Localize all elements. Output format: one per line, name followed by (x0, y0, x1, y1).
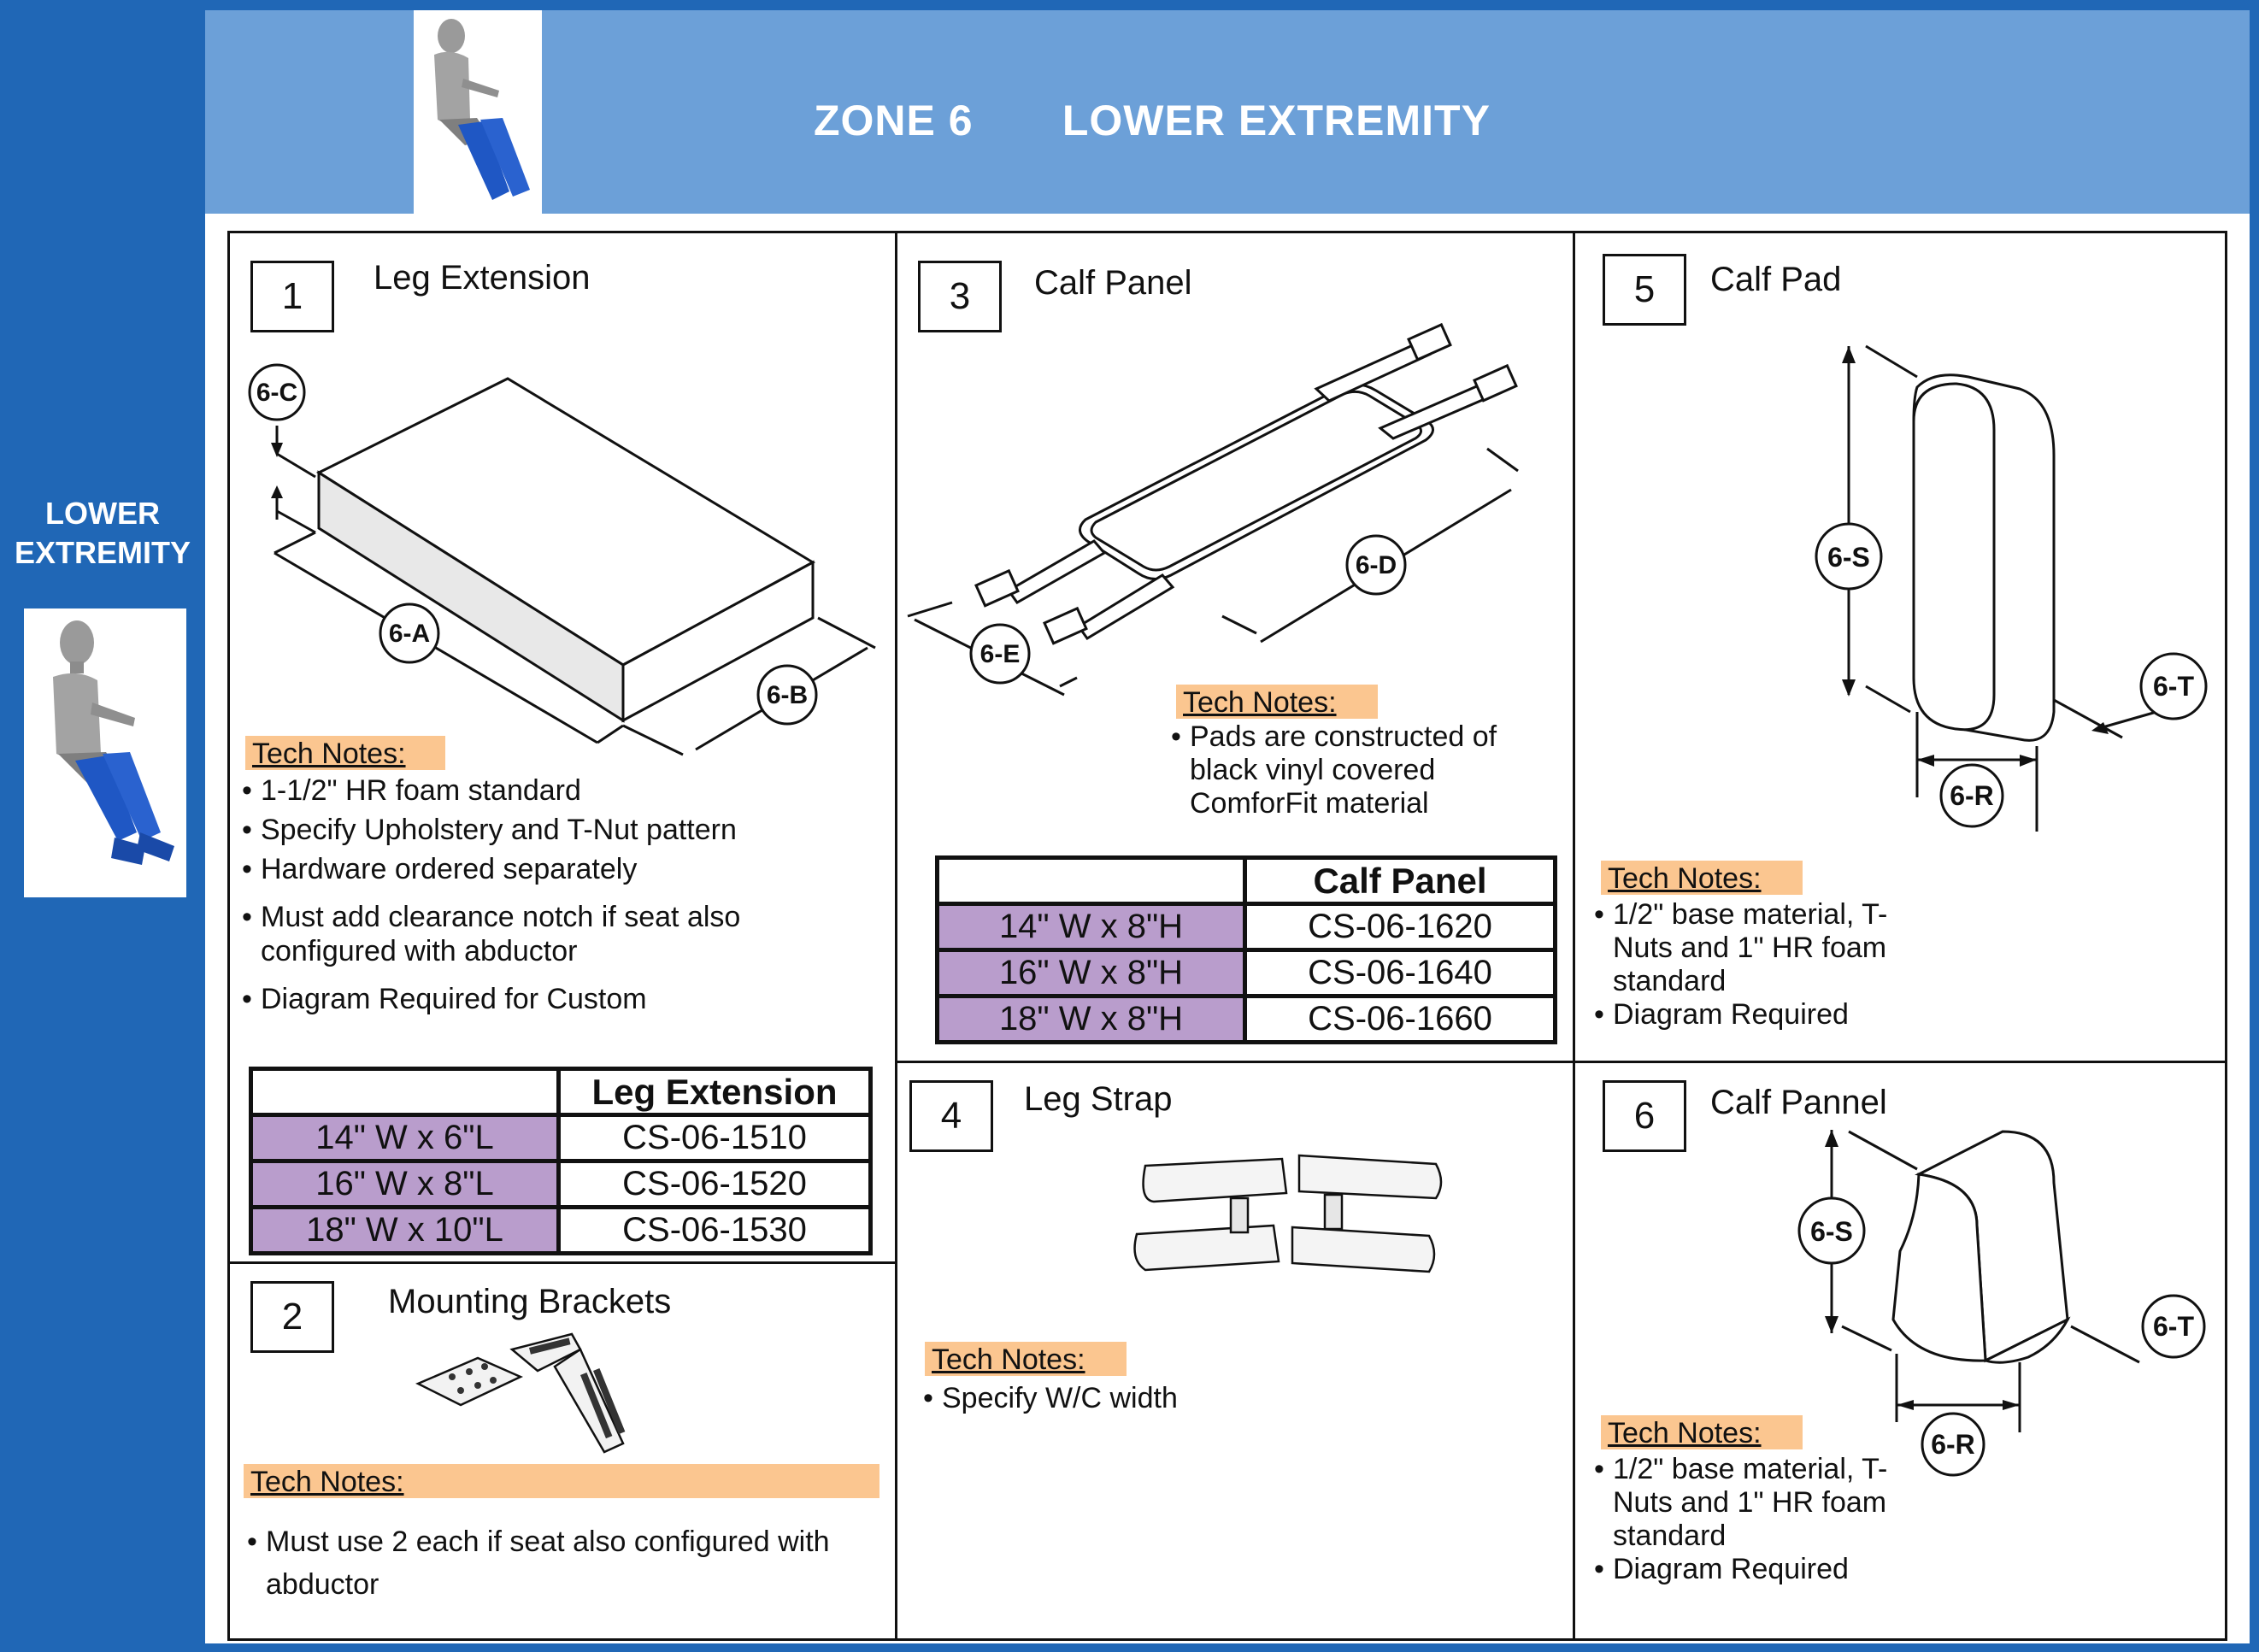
table-header: Leg Extension (556, 1067, 873, 1117)
divider (895, 1061, 2225, 1063)
table-row: 16" W x 8"L CS-06-1520 (249, 1159, 873, 1209)
tech-notes-label: Tech Notes: (244, 1464, 879, 1498)
callout-label: 6-A (389, 620, 430, 648)
panel-leg-strap: 4 Leg Strap Tech Notes: Specify W/C widt… (897, 1063, 1573, 1638)
leg-extension-diagram: 6-C 6-A 6-B (248, 363, 876, 756)
sidebar-label-line1: LOWER (45, 496, 160, 531)
panel-calf-panel: 3 Calf Panel (897, 233, 1573, 1061)
part-number-cell: CS-06-1510 (556, 1113, 873, 1163)
note-item: Diagram Required (1594, 998, 1936, 1032)
size-cell: 18" W x 8"H (935, 994, 1247, 1044)
callout-label: 6-C (256, 379, 297, 407)
item-number: 5 (1603, 254, 1686, 326)
item-number: 4 (909, 1080, 993, 1152)
note-item: Must add clearance notch if seat also co… (242, 900, 874, 968)
seated-figure-image (24, 608, 186, 897)
callout-label: 6-D (1356, 551, 1397, 579)
tech-notes-list: 1/2" base material, T-Nuts and 1" HR foa… (1594, 1453, 1936, 1586)
tech-notes-label: Tech Notes: (245, 736, 445, 770)
calf-panel-diagram: 6-D 6-E (907, 322, 1519, 697)
tech-notes-label: Tech Notes: (1601, 861, 1803, 895)
leg-extension-table: Leg Extension 14" W x 6"L CS-06-1510 16"… (249, 1067, 873, 1255)
size-cell: 14" W x 8"H (935, 902, 1247, 952)
panel-title: Leg Strap (1024, 1080, 1173, 1118)
tech-notes-list: Pads are constructed of black vinyl cove… (1171, 720, 1564, 820)
calf-panel-table: Calf Panel 14" W x 8"H CS-06-1620 16" W … (935, 855, 1557, 1044)
note-item: 1-1/2" HR foam standard (242, 773, 874, 808)
note-item: Must use 2 each if seat also configured … (247, 1520, 879, 1606)
table-row: 18" W x 8"H CS-06-1660 (935, 994, 1557, 1044)
tech-notes-label: Tech Notes: (1176, 685, 1378, 719)
table-row: 16" W x 8"H CS-06-1640 (935, 948, 1557, 998)
sidebar-label: LOWER EXTREMITY (0, 494, 205, 573)
tech-notes-list: 1-1/2" HR foam standard Specify Upholste… (242, 773, 874, 1016)
mounting-brackets-image (415, 1332, 626, 1454)
divider (895, 233, 897, 1638)
panel-title: Calf Pad (1710, 261, 1842, 298)
panel-title: Calf Panel (1034, 264, 1192, 302)
parts-grid: 1 Leg Extension (227, 231, 2227, 1641)
note-item: Diagram Required (1594, 1553, 1936, 1586)
note-item: Specify Upholstery and T-Nut pattern (242, 813, 874, 847)
table-header-blank (935, 855, 1247, 906)
item-number: 2 (250, 1281, 334, 1353)
tech-notes-label: Tech Notes: (1601, 1415, 1803, 1449)
panel-mounting-brackets: 2 Mounting Brackets Tech Notes: Mus (230, 1264, 895, 1638)
panel-title: Calf Pannel (1710, 1084, 1887, 1121)
zone-label: ZONE 6 (814, 97, 974, 144)
table-row: 18" W x 10"L CS-06-1530 (249, 1205, 873, 1255)
callout-label: 6-T (2153, 1311, 2194, 1342)
callout-label: 6-B (767, 681, 808, 709)
zone-title: LOWER EXTREMITY (1062, 97, 1491, 144)
panel-calf-pannel: 6 Calf Pannel (1575, 1063, 2225, 1638)
sidebar-label-line2: EXTREMITY (14, 535, 191, 570)
note-item: Diagram Required for Custom (242, 982, 874, 1016)
panel-title: Mounting Brackets (388, 1283, 672, 1320)
part-number-cell: CS-06-1660 (1243, 994, 1557, 1044)
callout-label: 6-S (1810, 1216, 1853, 1247)
part-number-cell: CS-06-1620 (1243, 902, 1557, 952)
item-number: 3 (918, 261, 1002, 332)
table-header-blank (249, 1067, 561, 1117)
callout-label: 6-T (2153, 671, 2194, 702)
part-number-cell: CS-06-1640 (1243, 948, 1557, 998)
size-cell: 16" W x 8"H (935, 948, 1247, 998)
calf-pannel-diagram: 6-S 6-T 6-R (1797, 1130, 2206, 1477)
note-item: Hardware ordered separately (242, 852, 874, 886)
table-header: Calf Panel (1243, 855, 1557, 906)
main-content: ZONE 6 LOWER EXTREMITY 1 Leg Extension (205, 10, 2250, 1643)
tech-notes-list: Must use 2 each if seat also configured … (247, 1520, 879, 1606)
zone-banner: ZONE 6 LOWER EXTREMITY (205, 10, 2250, 214)
panel-calf-pad: 5 Calf Pad (1575, 233, 2225, 1061)
panel-title: Leg Extension (374, 259, 591, 297)
table-row: 14" W x 8"H CS-06-1620 (935, 902, 1557, 952)
banner-figure-image (414, 10, 542, 214)
callout-label: 6-S (1827, 542, 1870, 573)
tech-notes-list: Specify W/C width (923, 1381, 1538, 1415)
part-number-cell: CS-06-1520 (556, 1159, 873, 1209)
leg-strap-image (1133, 1154, 1443, 1273)
panel-leg-extension: 1 Leg Extension (230, 233, 895, 1261)
callout-label: 6-R (1950, 780, 1994, 811)
divider (1573, 233, 1575, 1638)
callout-label: 6-E (980, 640, 1021, 668)
note-item: Specify W/C width (923, 1381, 1538, 1415)
size-cell: 16" W x 8"L (249, 1159, 561, 1209)
size-cell: 18" W x 10"L (249, 1205, 561, 1255)
tech-notes-label: Tech Notes: (925, 1342, 1127, 1376)
table-row: 14" W x 6"L CS-06-1510 (249, 1113, 873, 1163)
calf-pad-diagram: 6-S 6-T 6-R (1815, 344, 2208, 832)
size-cell: 14" W x 6"L (249, 1113, 561, 1163)
tech-notes-list: 1/2" base material, T-Nuts and 1" HR foa… (1594, 898, 1936, 1032)
item-number: 1 (250, 261, 334, 332)
item-number: 6 (1603, 1080, 1686, 1152)
callout-label: 6-R (1931, 1429, 1975, 1460)
note-item: Pads are constructed of black vinyl cove… (1171, 720, 1564, 820)
divider (230, 1261, 895, 1264)
banner-title: ZONE 6 LOWER EXTREMITY (814, 96, 1491, 145)
note-item: 1/2" base material, T-Nuts and 1" HR foa… (1594, 898, 1936, 998)
note-item: 1/2" base material, T-Nuts and 1" HR foa… (1594, 1453, 1936, 1553)
part-number-cell: CS-06-1530 (556, 1205, 873, 1255)
